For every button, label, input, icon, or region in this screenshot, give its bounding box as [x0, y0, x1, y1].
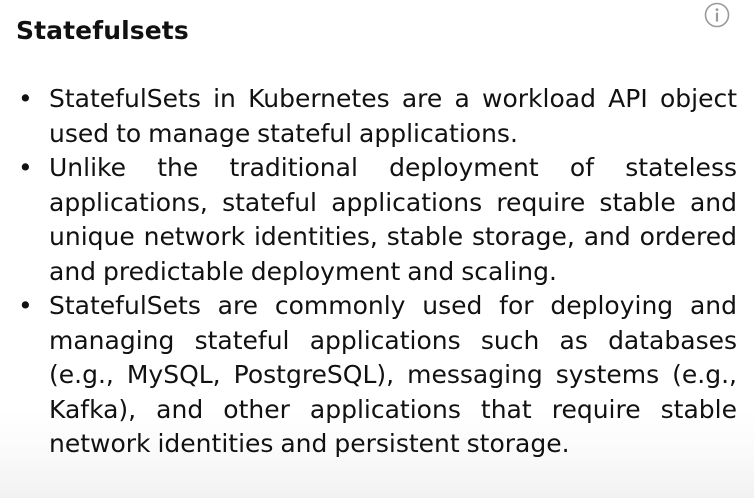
bullet-marker: •: [18, 153, 33, 182]
bullet-marker: •: [18, 84, 33, 113]
bullet-text: Unlike the traditional deployment of sta…: [49, 153, 737, 286]
bullet-item: • StatefulSets are commonly used for dep…: [0, 289, 754, 462]
bullet-text: StatefulSets in Kubernetes are a workloa…: [49, 84, 737, 148]
bullet-list: • StatefulSets in Kubernetes are a workl…: [0, 82, 754, 462]
info-icon[interactable]: [704, 2, 730, 28]
bullet-item: • Unlike the traditional deployment of s…: [0, 151, 754, 289]
bullet-text: StatefulSets are commonly used for deplo…: [49, 291, 737, 458]
bullet-marker: •: [18, 291, 33, 320]
slide-title: Statefulsets: [16, 16, 189, 45]
bullet-item: • StatefulSets in Kubernetes are a workl…: [0, 82, 754, 151]
